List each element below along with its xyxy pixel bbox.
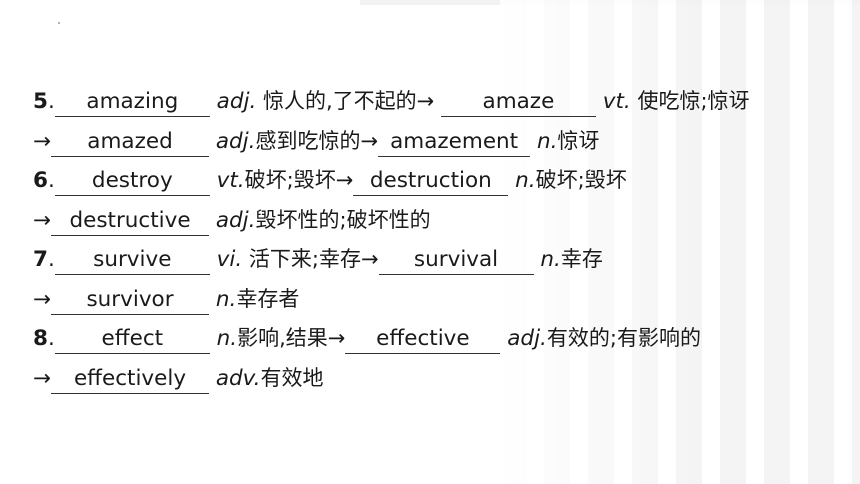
part-of-speech: adj. (507, 326, 547, 351)
meaning: 幸存者 (236, 286, 300, 311)
part-of-speech: n. (216, 326, 238, 351)
meaning: 活下来;幸存→ (242, 247, 379, 271)
answer-blank: destructive (51, 207, 210, 236)
item-number: 7 (33, 247, 48, 272)
part-of-speech: n. (536, 128, 558, 154)
meaning: 破坏;毁坏→ (244, 168, 354, 192)
meaning: 影响,结果→ (237, 326, 346, 350)
meaning: 有效地 (260, 365, 324, 390)
part-of-speech: adj. (215, 207, 256, 233)
answer-blank: effectively (51, 365, 210, 394)
list-item: →survivor n.幸存者 (33, 280, 833, 320)
list-item: →effectively adv.有效地 (33, 359, 833, 399)
part-of-speech: vt. (216, 168, 245, 193)
meaning: 惊人的,了不起的→ (256, 89, 441, 113)
part-of-speech: adj. (215, 128, 256, 154)
meaning: 幸存 (560, 247, 603, 271)
background-stripes (500, 0, 860, 484)
part-of-speech: adj. (216, 89, 257, 114)
meaning: 感到吃惊的→ (255, 128, 379, 153)
answer-blank: survivor (51, 286, 210, 315)
part-of-speech: adv. (215, 365, 261, 391)
item-number: 8 (33, 326, 48, 351)
meaning: 有效的;有影响的 (546, 326, 701, 350)
arrow: → (33, 286, 52, 312)
arrow: → (33, 207, 52, 233)
answer-blank: amazement (378, 128, 531, 157)
meaning: 破坏;毁坏 (535, 168, 627, 192)
list-item: 6.destroy vt.破坏;毁坏→destruction n.破坏;毁坏 (33, 161, 833, 201)
answer-blank: amaze (440, 88, 596, 117)
meaning: 使吃惊;惊讶 (630, 89, 750, 113)
answer-blank: survive (54, 246, 210, 275)
part-of-speech: vi. (216, 247, 243, 272)
vocabulary-list: 5.amazing adj. 惊人的,了不起的→ amaze vt. 使吃惊;惊… (33, 82, 833, 398)
item-number: 6 (33, 168, 48, 193)
answer-blank: amazing (54, 88, 210, 117)
list-item: 8.effect n.影响,结果→effective adj.有效的;有影响的 (33, 319, 833, 359)
list-item: →destructive adj.毁坏性的;破坏性的 (33, 201, 833, 241)
answer-blank: destruction (353, 167, 509, 196)
arrow: → (33, 128, 52, 154)
meaning: 毁坏性的;破坏性的 (255, 207, 431, 232)
decor-dot (58, 22, 60, 24)
list-item: →amazed adj.感到吃惊的→amazement n.惊讶 (33, 122, 833, 162)
list-item: 5.amazing adj. 惊人的,了不起的→ amaze vt. 使吃惊;惊… (33, 82, 833, 122)
answer-blank: destroy (54, 167, 210, 196)
answer-blank: survival (378, 246, 534, 275)
part-of-speech: n. (215, 286, 237, 312)
item-number: 5 (33, 89, 48, 114)
answer-blank: amazed (51, 128, 210, 157)
list-item: 7.survive vi. 活下来;幸存→survival n.幸存 (33, 240, 833, 280)
answer-blank: effect (54, 325, 210, 354)
part-of-speech: n. (515, 168, 536, 193)
meaning: 惊讶 (557, 128, 600, 153)
answer-blank: effective (345, 325, 501, 354)
part-of-speech: n. (540, 247, 561, 272)
part-of-speech: vt. (602, 89, 631, 114)
arrow: → (33, 365, 52, 391)
